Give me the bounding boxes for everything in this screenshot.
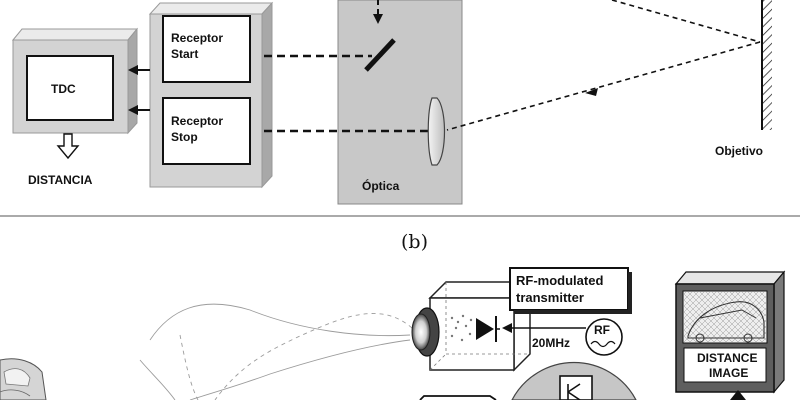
- receiver-stub: [419, 395, 497, 400]
- optica-panel: Óptica: [337, 0, 463, 205]
- tdc-label: TDC: [51, 82, 76, 96]
- frequency-label: 20MHz: [532, 336, 570, 350]
- caption-b: (b): [401, 231, 428, 253]
- return-beam: [446, 41, 761, 131]
- receptor-start-box: Receptor Start: [162, 15, 251, 83]
- tdc-block: TDC: [11, 27, 139, 135]
- optica-label: Óptica: [362, 178, 400, 193]
- receiving-lens: [427, 97, 446, 166]
- distancia-label: DISTANCIA: [28, 173, 93, 187]
- receptor-stop-box: Receptor Stop: [162, 97, 251, 165]
- receptor-stop-line2: Stop: [171, 130, 198, 144]
- receiver-circle: [511, 361, 637, 400]
- receptor-start-line2: Start: [171, 47, 198, 61]
- beam-splitter-mirror: [364, 38, 396, 72]
- distance-image-line1: DISTANCE: [697, 351, 757, 365]
- transmitter-label-box: RF-modulated transmitter: [509, 267, 632, 314]
- outgoing-beam: [611, 0, 761, 43]
- monitor-input-arrow: [730, 390, 746, 400]
- beam-cone: [139, 303, 413, 400]
- transmitter-label-line2: transmitter: [516, 290, 584, 305]
- rf-source: RF 20MHz: [502, 318, 623, 356]
- rf-label: RF: [594, 323, 610, 337]
- receptor-start-line1: Receptor: [171, 31, 223, 45]
- objetivo-target: Objetivo: [715, 0, 772, 158]
- return-beam-arrow: [585, 88, 598, 96]
- distance-image-monitor: DISTANCE IMAGE: [674, 270, 786, 394]
- distancia-output-arrow: [56, 133, 80, 160]
- objetivo-label: Objetivo: [715, 144, 763, 158]
- distance-image-line2: IMAGE: [709, 366, 748, 380]
- figure-a: TDC DISTANCIA Receptor Start Receptor St…: [11, 0, 772, 205]
- transmitter-label-line1: RF-modulated: [516, 273, 603, 288]
- car-illustration: [0, 358, 47, 400]
- figure-b: RF-modulated transmitter RF 20MHz: [0, 267, 786, 400]
- receptor-stop-line1: Receptor: [171, 114, 223, 128]
